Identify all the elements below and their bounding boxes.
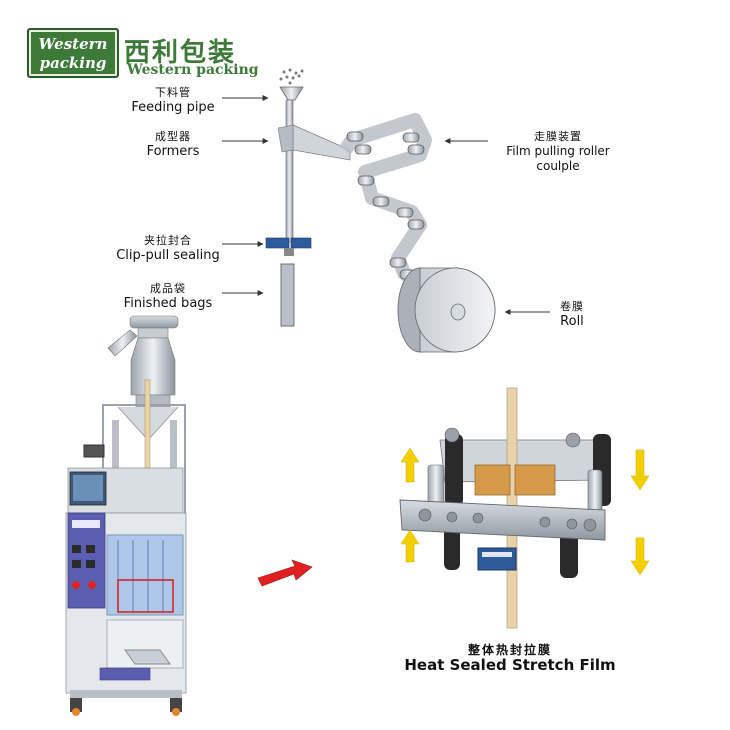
label-feeding-pipe-en: Feeding pipe: [131, 100, 215, 115]
pointer-arrow: [257, 559, 313, 587]
heat-seal-unit: [399, 387, 650, 629]
label-clip-pull-en: Clip-pull sealing: [116, 248, 220, 263]
label-feeding-pipe: 下料管 Feeding pipe: [128, 84, 218, 115]
label-formers-en: Formers: [146, 144, 200, 159]
label-feeding-pipe-cn: 下料管: [155, 86, 191, 99]
label-film-pulling-cn: 走膜装置: [534, 130, 582, 143]
label-formers: 成型器 Formers: [128, 128, 218, 159]
label-finished-bags: 成品袋 Finished bags: [118, 280, 218, 311]
packing-machine: [65, 315, 187, 716]
logo-badge: Western packing: [27, 28, 119, 78]
label-clip-pull: 夹拉封合 Clip-pull sealing: [112, 232, 224, 263]
label-finished-bags-cn: 成品袋: [150, 282, 186, 295]
caption-heat-seal-en: Heat Sealed Stretch Film: [404, 656, 616, 674]
label-finished-bags-en: Finished bags: [123, 296, 213, 311]
label-roll-en: Roll: [560, 314, 584, 329]
label-film-pulling: 走膜装置 Film pulling roller coulple: [488, 128, 628, 174]
logo-badge-line1: Western: [38, 35, 108, 53]
label-formers-cn: 成型器: [155, 130, 191, 143]
caption-heat-seal: 整体热封拉膜 Heat Sealed Stretch Film: [400, 641, 620, 673]
label-roll: 卷膜 Roll: [550, 298, 594, 329]
label-film-pulling-en: Film pulling roller coulple: [506, 144, 610, 173]
film-path-diagram: [265, 68, 496, 353]
logo-badge-line2: packing: [39, 54, 107, 72]
logo-english-name: Western packing: [127, 62, 259, 78]
leader-lines: [222, 95, 550, 315]
label-clip-pull-cn: 夹拉封合: [144, 234, 192, 247]
caption-heat-seal-cn: 整体热封拉膜: [467, 643, 552, 657]
logo-chinese-name: 西利包装: [124, 38, 237, 68]
label-roll-cn: 卷膜: [560, 300, 584, 313]
